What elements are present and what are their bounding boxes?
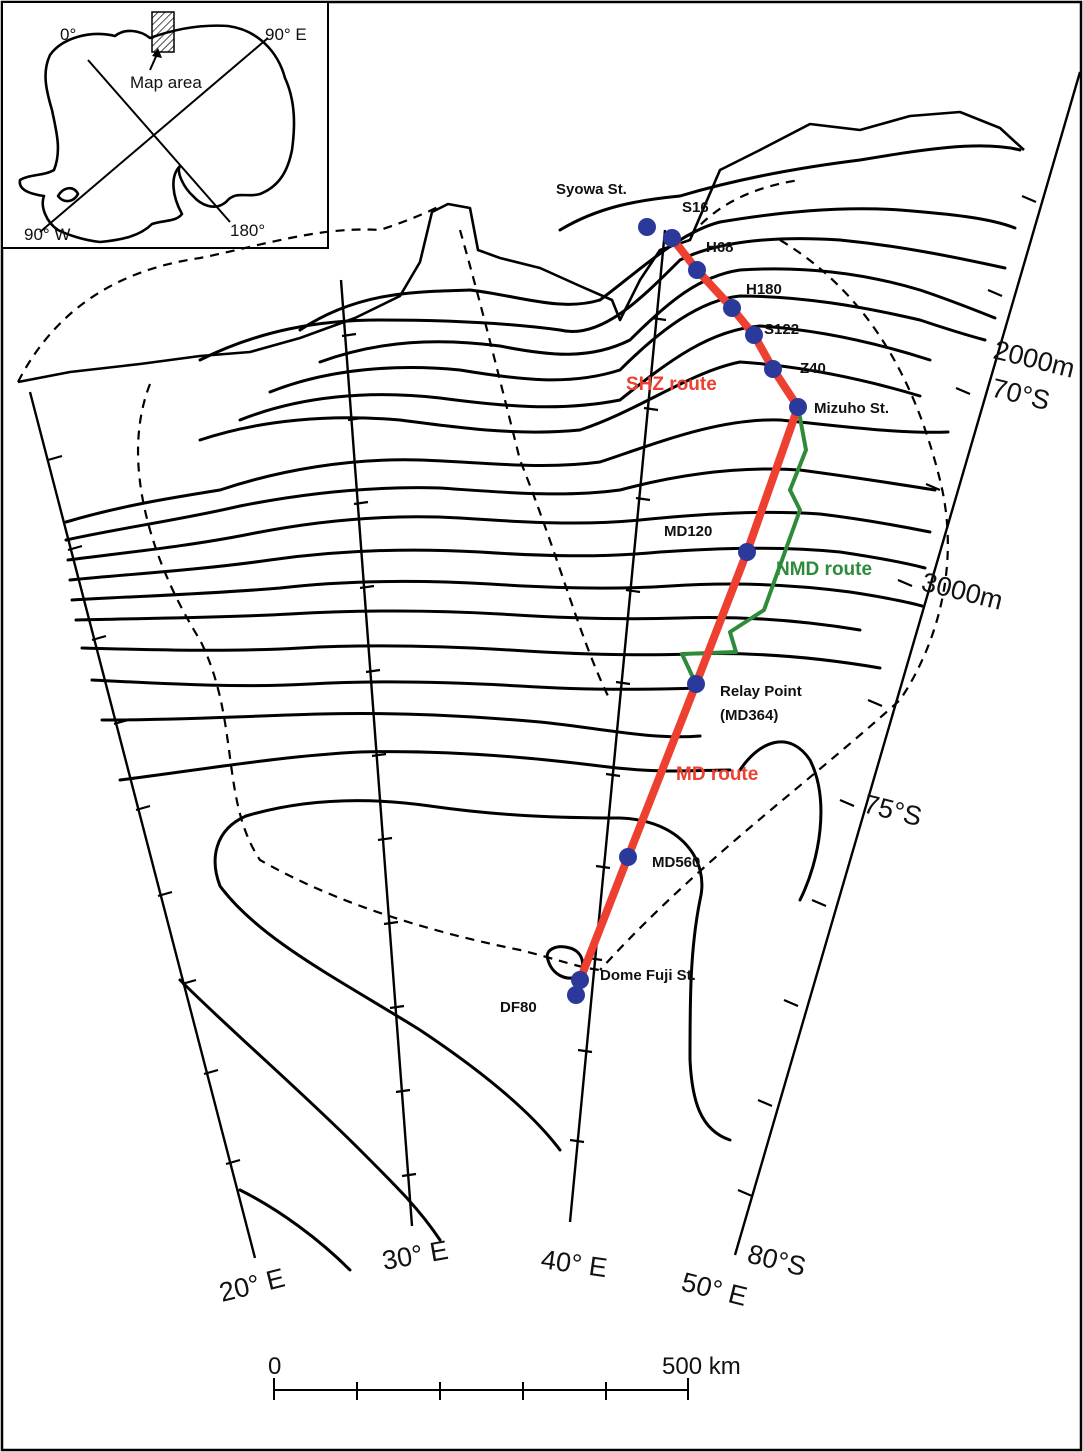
- meridian-label-50e: 50° E: [679, 1267, 751, 1312]
- station-dot-relay: [687, 675, 705, 693]
- contour-line: [90, 678, 702, 691]
- scale-bar-end: 500 km: [662, 1353, 741, 1380]
- inset-peninsula: [56, 186, 80, 203]
- contour-line: [68, 546, 927, 582]
- inset-map: 0° 90° E 90° W 180° Map area: [1, 1, 329, 249]
- station-label-df80: DF80: [500, 999, 537, 1016]
- contour-line: [738, 740, 823, 902]
- ice-shelf-edge: [17, 205, 441, 383]
- route-label-md: MD route: [676, 764, 758, 785]
- inset-label-90w: 90° W: [24, 225, 70, 244]
- nmd-route-line: [680, 406, 808, 685]
- contour-line: [100, 711, 702, 739]
- station-dot-md120: [738, 543, 756, 561]
- contour-lines: [64, 144, 1022, 1272]
- dome-contour: [545, 945, 585, 980]
- station-dot-h68: [688, 261, 706, 279]
- station-dot-h180: [723, 299, 741, 317]
- station-dot-z40: [764, 360, 782, 378]
- scale-bar: 0 500 km: [268, 1353, 741, 1400]
- station-label-h180: H180: [746, 281, 782, 298]
- contour-line: [268, 294, 987, 394]
- station-dot-s122: [745, 326, 763, 344]
- contour-line: [238, 324, 932, 422]
- station-label-s122: S122: [764, 321, 799, 338]
- inset-label-0: 0°: [60, 25, 76, 44]
- graticule: [28, 71, 1082, 1259]
- meridian-20e: [28, 391, 257, 1259]
- contour-line: [298, 207, 1017, 332]
- station-markers: [567, 218, 807, 1004]
- contour-label-3000m: 3000m: [919, 567, 1006, 616]
- parallel-label-75s: 75°S: [861, 789, 925, 832]
- contour-line: [80, 644, 882, 670]
- inset-label-180: 180°: [230, 221, 265, 240]
- station-label-relay: Relay Point: [720, 683, 802, 700]
- meridian-40e: [568, 229, 667, 1223]
- ice-divide: [599, 239, 949, 971]
- station-dot-df80: [567, 986, 585, 1004]
- station-label-syowa: Syowa St.: [556, 181, 627, 198]
- contour-line: [70, 579, 924, 608]
- contour-line: [213, 814, 562, 1152]
- meridian-label-40e: 40° E: [539, 1244, 609, 1283]
- meridian-ticks: [47, 194, 1037, 1198]
- contour-line: [64, 467, 937, 542]
- station-dot-md560: [619, 848, 637, 866]
- contour-line: [118, 750, 732, 782]
- meridian-label-20e: 20° E: [216, 1263, 288, 1308]
- coastline: [17, 110, 1025, 384]
- inset-axis-90w-90e: [39, 37, 269, 233]
- meridian-30e: [339, 279, 414, 1227]
- station-dot-dome-fuji: [571, 971, 589, 989]
- inset-map-area-box: [151, 11, 175, 53]
- meridian-label-30e: 30° E: [380, 1235, 451, 1276]
- inset-arrow-head: [152, 48, 162, 58]
- station-label-md560: MD560: [652, 854, 700, 871]
- station-label-h68: H68: [706, 239, 734, 256]
- station-dot-mizuho: [789, 398, 807, 416]
- route-label-shz: SHZ route: [626, 374, 717, 395]
- meridian-50e: [733, 71, 1082, 1256]
- station-label-relay-id: (MD364): [720, 707, 778, 724]
- scale-bar-start: 0: [268, 1353, 281, 1380]
- contour-line: [198, 237, 1007, 362]
- station-label-md120: MD120: [664, 523, 712, 540]
- ice-shelf-edge-east: [689, 178, 801, 237]
- inset-antarctica-outline: [18, 24, 296, 244]
- md-route-line: [572, 403, 802, 999]
- contour-line: [178, 978, 442, 1242]
- station-dot-syowa: [638, 218, 656, 236]
- contour-line: [74, 609, 862, 632]
- contour-line: [558, 144, 1022, 232]
- inset-map-area-label: Map area: [130, 73, 202, 92]
- route-label-nmd: NMD route: [776, 559, 872, 580]
- parallel-label-70s: 70°S: [989, 373, 1053, 416]
- station-label-s16: S16: [682, 199, 709, 216]
- contour-line: [318, 267, 997, 364]
- inset-axis-0-180: [87, 59, 231, 223]
- inset-label-90e: 90° E: [265, 25, 307, 44]
- parallel-label-80s: 80°S: [745, 1239, 809, 1282]
- station-label-mizuho: Mizuho St.: [814, 400, 889, 417]
- station-label-z40: Z40: [800, 360, 826, 377]
- station-dot-s16: [663, 229, 681, 247]
- contour-line: [244, 799, 732, 1142]
- contour-line: [238, 1188, 352, 1272]
- contour-line: [66, 510, 932, 562]
- contour-line: [198, 360, 922, 442]
- station-label-dome-fuji: Dome Fuji St.: [600, 967, 696, 984]
- ice-divide: [136, 383, 601, 972]
